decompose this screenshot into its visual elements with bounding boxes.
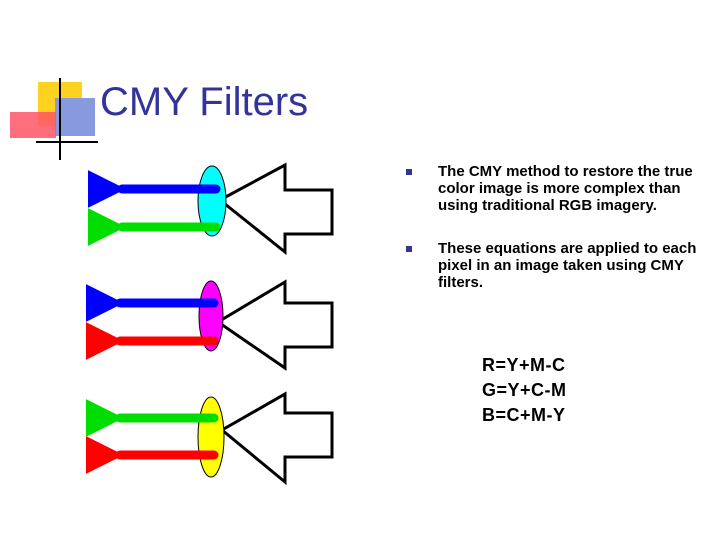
equation-red: R=Y+M-C	[482, 353, 567, 378]
white-light-arrow-1	[220, 165, 332, 252]
white-light-arrow-3	[222, 394, 332, 482]
equation-green: G=Y+C-M	[482, 378, 567, 403]
bullet-text: These equations are applied to each pixe…	[438, 240, 706, 291]
cmy-filter-diagram	[0, 0, 400, 540]
bullet-item: The CMY method to restore the true color…	[406, 163, 706, 214]
bullet-square-icon	[406, 246, 412, 252]
yellow-lens	[198, 397, 224, 477]
equation-blue: B=C+M-Y	[482, 403, 567, 428]
white-light-arrow-2	[218, 282, 332, 368]
bullet-square-icon	[406, 169, 412, 175]
equations-block: R=Y+M-C G=Y+C-M B=C+M-Y	[482, 353, 567, 428]
bullet-item: These equations are applied to each pixe…	[406, 240, 706, 291]
bullet-text: The CMY method to restore the true color…	[438, 163, 706, 214]
magenta-filter-group	[120, 281, 332, 368]
yellow-filter-group	[120, 394, 332, 482]
bullet-list: The CMY method to restore the true color…	[406, 163, 706, 317]
cyan-filter-group	[122, 165, 332, 252]
